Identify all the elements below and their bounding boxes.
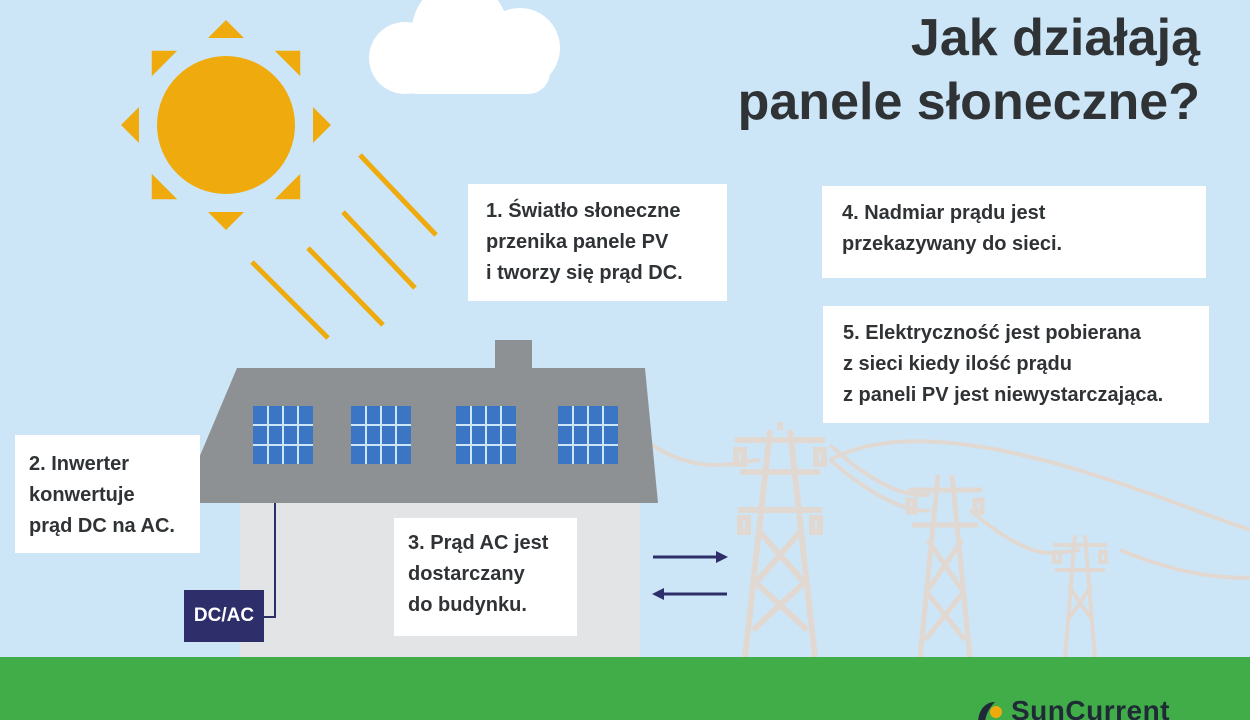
cable: [264, 503, 276, 618]
note-line: przenika panele PV: [486, 231, 669, 253]
arrow-right-icon: [653, 551, 728, 563]
grid-exchange-arrows: [652, 551, 728, 600]
brand-name: SunCurrent: [1011, 695, 1170, 720]
step-5-note: 5. Elektryczność jest pobierana z sieci …: [823, 306, 1209, 423]
note-line: z sieci kiedy ilość prądu: [843, 353, 1072, 375]
page-title: Jak działają panele słoneczne?: [600, 6, 1200, 134]
power-pylon-icon: [1052, 534, 1108, 659]
power-grid: [643, 422, 1250, 659]
solar-panel-icon: [558, 406, 618, 464]
brand-logo: SunCurrent: [975, 695, 1170, 720]
solar-panel-icon: [253, 406, 313, 464]
note-line: przekazywany do sieci.: [842, 233, 1063, 255]
note-line: 3. Prąd AC jest: [408, 532, 549, 554]
cloud-icon: [369, 0, 560, 94]
power-pylon-icon: [733, 422, 827, 659]
sunlight-beams: [250, 153, 438, 340]
note-line: i tworzy się prąd DC.: [486, 262, 683, 284]
inverter-label: DC/AC: [193, 605, 255, 626]
note-line: dostarczany: [408, 563, 525, 585]
note-line: z paneli PV jest niewystarczająca.: [843, 384, 1164, 406]
title-line-2: panele słoneczne?: [737, 73, 1200, 131]
step-2-note: 2. Inwerter konwertuje prąd DC na AC.: [15, 435, 200, 553]
arrow-left-icon: [652, 588, 727, 600]
solar-panel-icon: [456, 406, 516, 464]
note-line: 1. Światło słoneczne: [486, 200, 681, 222]
note-line: konwertuje: [29, 484, 135, 506]
note-line: 4. Nadmiar prądu jest: [842, 202, 1046, 224]
sun-leaf-logo-icon: [978, 702, 1002, 720]
note-line: prąd DC na AC.: [29, 515, 175, 537]
inverter-box: DC/AC: [184, 590, 264, 642]
step-3-note: 3. Prąd AC jest dostarczany do budynku.: [394, 518, 577, 636]
note-line: 5. Elektryczność jest pobierana: [843, 322, 1141, 344]
solar-panels: [253, 406, 618, 464]
note-line: do budynku.: [408, 594, 527, 616]
power-pylon-icon: [905, 474, 985, 659]
sun-icon: [121, 20, 331, 230]
step-4-note: 4. Nadmiar prądu jest przekazywany do si…: [822, 186, 1206, 278]
ground: [0, 657, 1250, 720]
note-line: 2. Inwerter: [29, 453, 130, 475]
title-line-1: Jak działają: [910, 9, 1200, 67]
solar-panel-icon: [351, 406, 411, 464]
step-1-note: 1. Światło słoneczne przenika panele PV …: [468, 184, 727, 301]
roof: [180, 368, 658, 503]
